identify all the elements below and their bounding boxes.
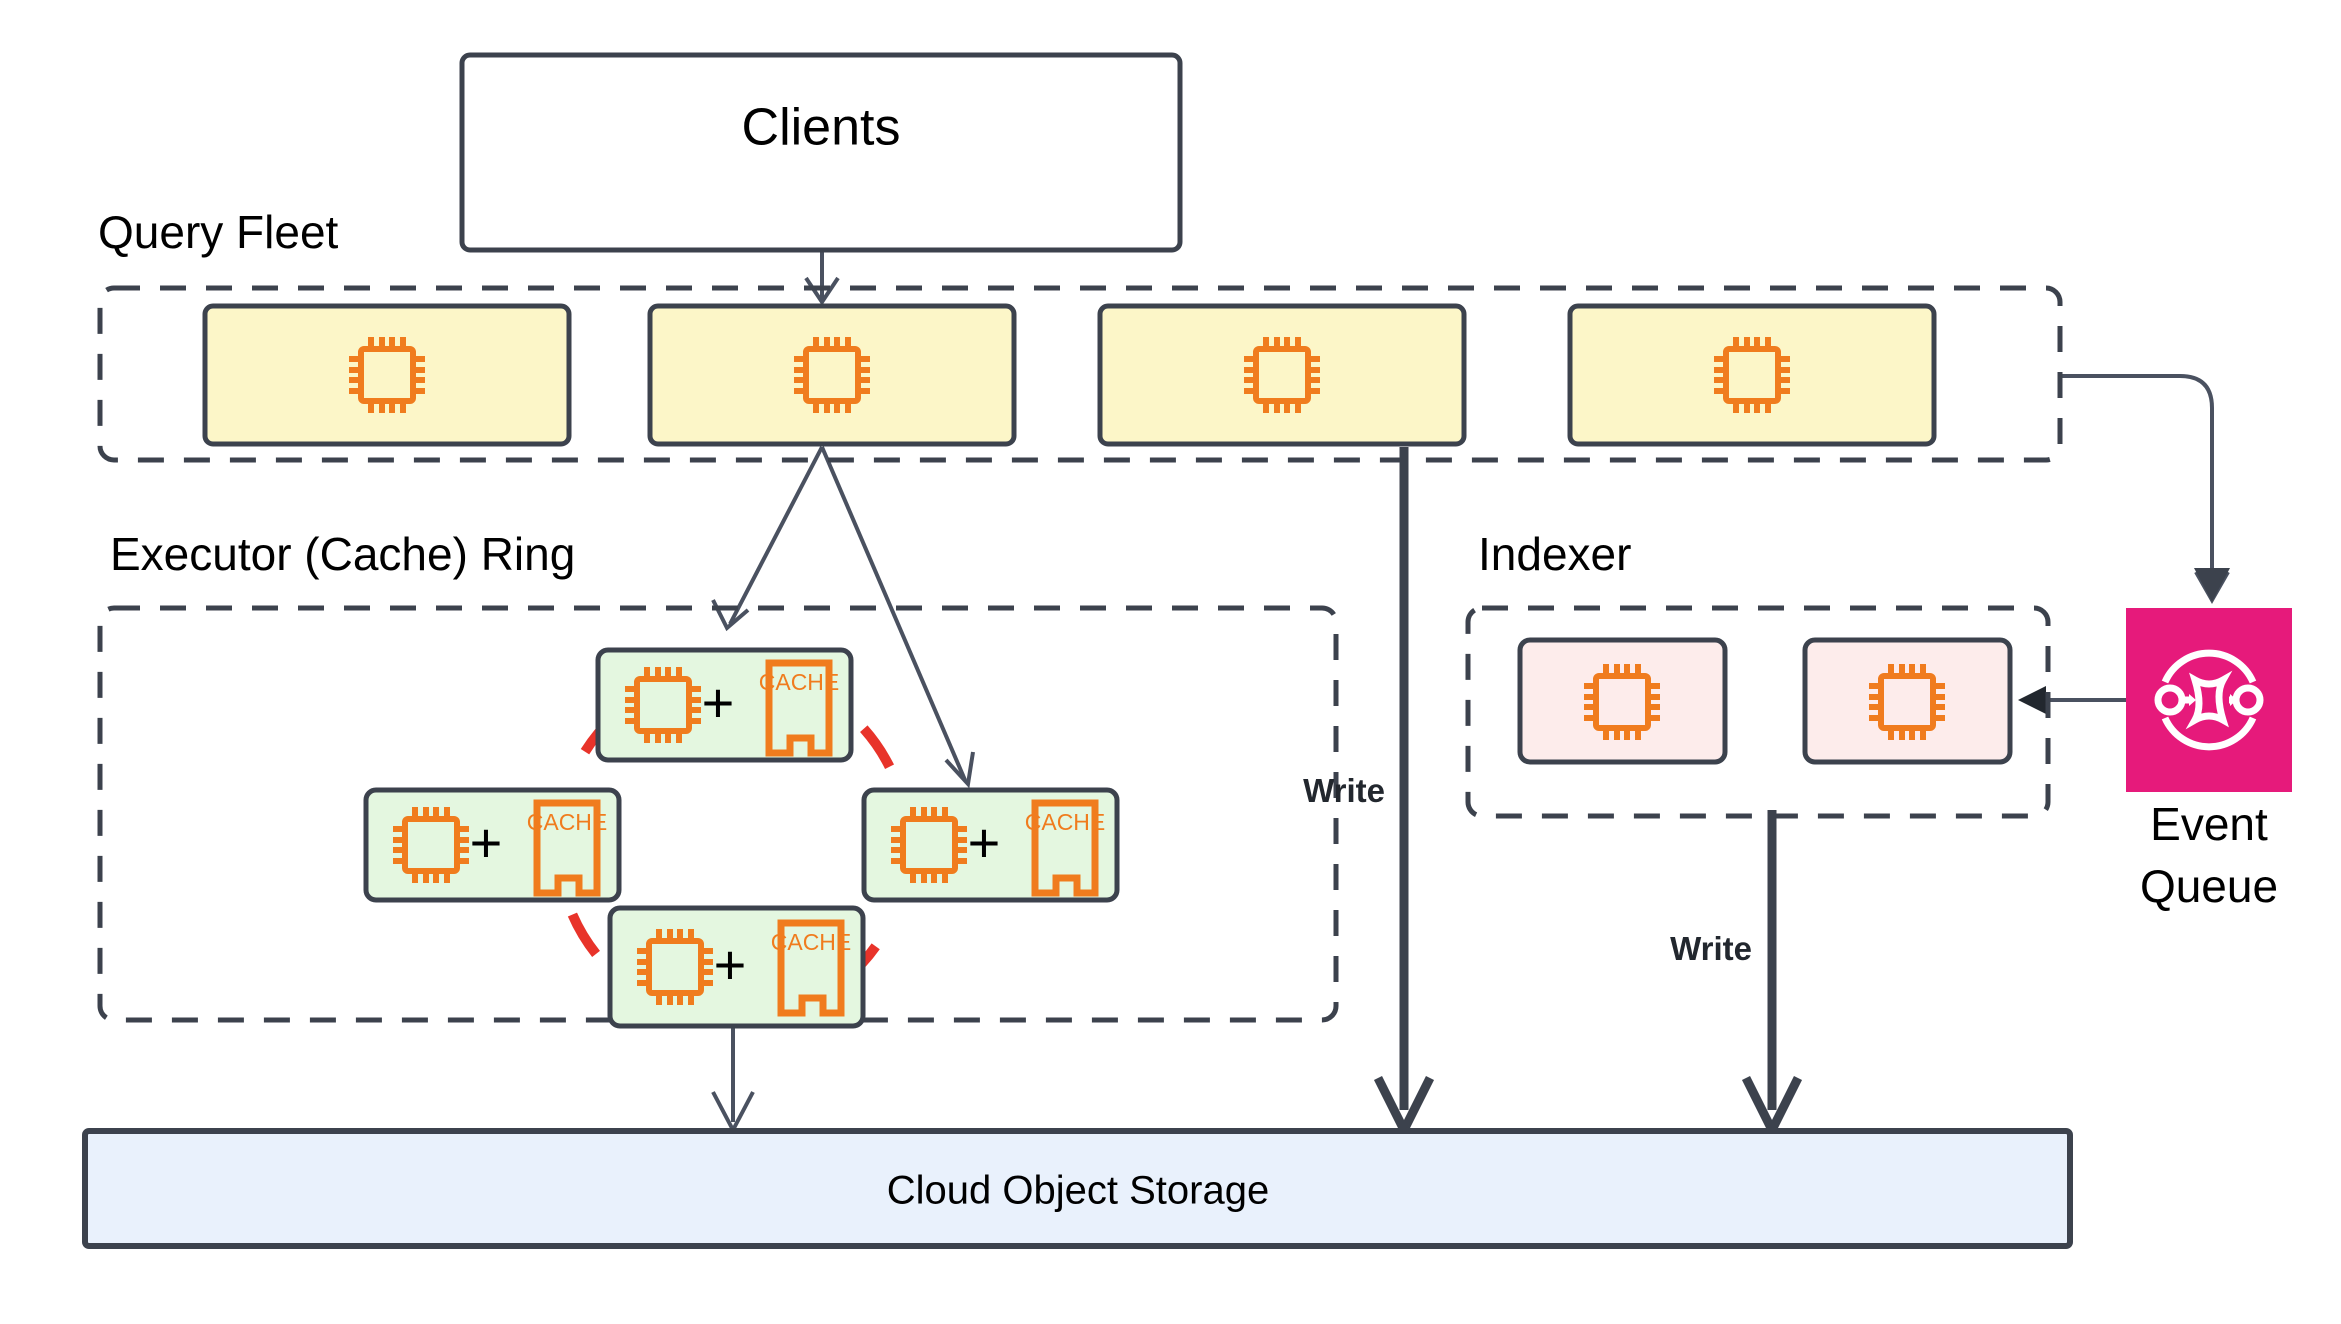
cache-icon: CACHE [771,923,852,1013]
clients-node[interactable]: Clients [459,52,1183,253]
plus-icon: + [968,811,1001,874]
event-queue-tile[interactable] [2126,608,2292,792]
cache-icon-label: CACHE [1025,809,1106,835]
query-fleet-node-2[interactable] [647,303,1017,447]
plus-icon: + [470,811,503,874]
query-fleet-group-label: Query Fleet [98,206,339,258]
write-label-indexer: Write [1670,930,1752,967]
cache-icon: CACHE [1025,803,1106,893]
indexer-node-2[interactable] [1802,637,2013,765]
cloud-object-storage-node[interactable]: Cloud Object Storage [82,1128,2073,1249]
clients-label: Clients [742,99,901,157]
event-queue-label-line1: Event [2150,798,2268,850]
executor-node-right[interactable]: + CACHE [861,787,1120,903]
cache-icon: CACHE [759,663,840,753]
event-queue-icon [2154,649,2264,751]
write-label-query-fleet: Write [1303,772,1385,809]
indexer-node-1[interactable] [1517,637,1728,765]
query-fleet-node-3[interactable] [1097,303,1467,447]
edge-event-queue-to-indexer [2018,686,2126,714]
executor-ring-group-label: Executor (Cache) Ring [110,528,575,580]
edge-queryfleet-to-event-queue [2060,374,2230,605]
cache-icon-label: CACHE [771,929,852,955]
cache-icon-label: CACHE [759,669,840,695]
query-fleet-container [97,285,2063,463]
event-queue-label-line2: Queue [2140,860,2278,912]
plus-icon: + [714,933,747,996]
cache-icon-label: CACHE [527,809,608,835]
executor-node-bottom[interactable]: + CACHE [607,905,866,1029]
plus-icon: + [702,671,735,734]
indexer-container [1465,605,2051,819]
event-queue-node[interactable]: Event Queue [2126,608,2292,912]
executor-ring-container [97,605,1339,1023]
cloud-object-storage-label: Cloud Object Storage [887,1169,1269,1213]
edge-queryfleet-to-executor-right [820,446,975,789]
indexer-group-label: Indexer [1478,528,1631,580]
query-fleet-node-4[interactable] [1567,303,1937,447]
executor-node-top[interactable]: + CACHE [595,647,854,763]
executor-node-left[interactable]: + CACHE [363,787,622,903]
cache-icon: CACHE [527,803,608,893]
query-fleet-node-1[interactable] [202,303,572,447]
